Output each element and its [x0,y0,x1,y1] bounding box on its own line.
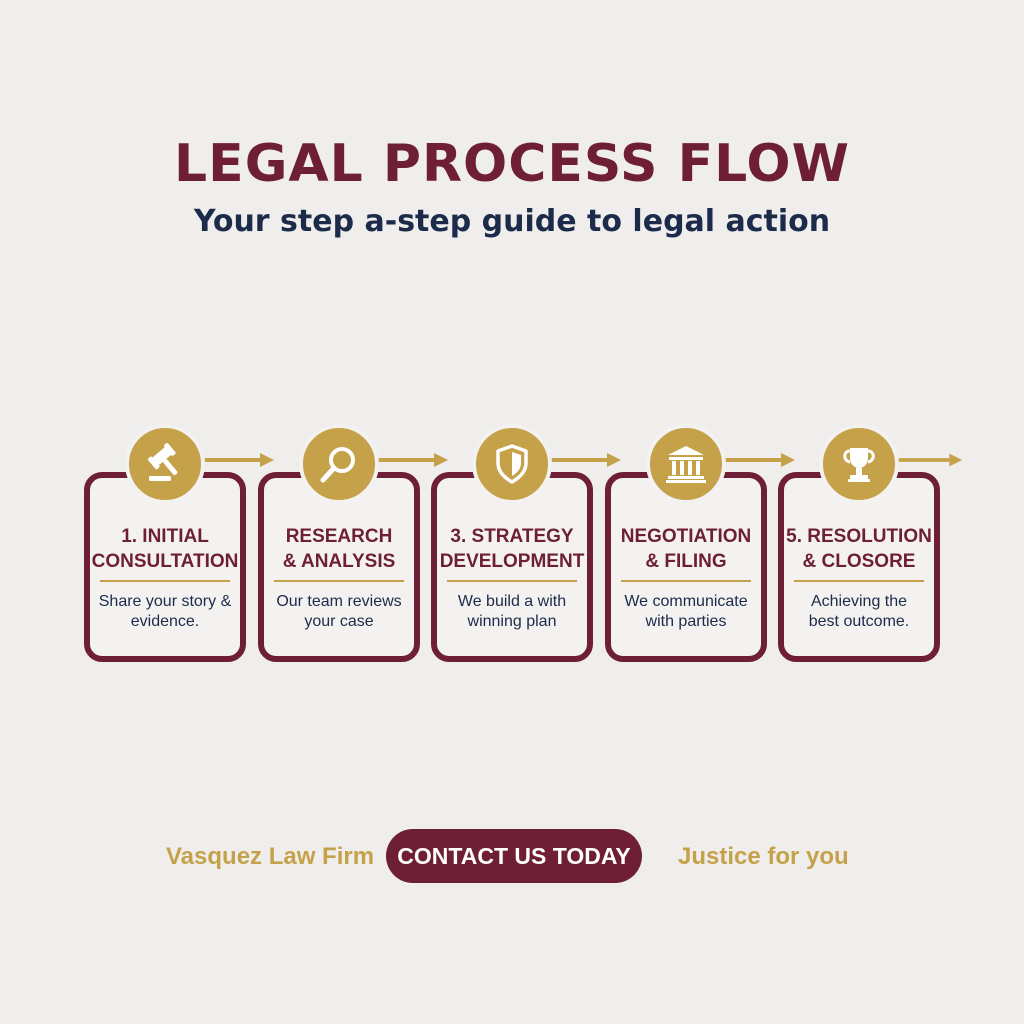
page-subtitle: Your step a-step guide to legal action [193,204,831,239]
step-icon-badge [299,424,379,504]
step-description-line: with parties [645,613,727,630]
step-title-line: DEVELOPMENT [439,551,585,572]
step-card [84,472,246,662]
step-description-line: winning plan [467,613,557,630]
step-description: Our team reviews your case [258,592,420,632]
step-title: 3. STRATEGY DEVELOPMENT [431,524,593,574]
step-negotiation-filing: NEGOTIATION & FILING We communicate with… [605,424,795,662]
step-title: NEGOTIATION & FILING [605,524,767,574]
gavel-icon [147,443,178,481]
step-description: We build a with winning plan [431,592,593,632]
arrow-right-icon [898,453,963,467]
magnifier-icon [320,447,355,483]
step-description-line: We build a with [457,593,567,610]
arrow-right-icon [551,453,621,467]
step-title-line: CONSULTATION [91,551,239,572]
step-title-line: 1. INITIAL [121,526,209,547]
divider [100,580,230,582]
step-strategy-development: 3. STRATEGY DEVELOPMENT We build a with … [431,424,621,662]
step-initial-consultation: 1. INITIAL CONSULTATION Share your story… [84,424,274,662]
step-title-line: & ANALYSIS [282,551,396,572]
step-title-line: 5. RESOLUTION [786,526,932,547]
step-title: RESEARCH & ANALYSIS [258,524,420,574]
step-title: 5. RESOLUTION & CLOSORE [778,524,940,574]
step-resolution-closure: 5. RESOLUTION & CLOSORE Achieving the be… [778,424,963,662]
divider [274,580,404,582]
step-description: Achieving the best outcome. [778,592,940,632]
divider [621,580,751,582]
shield-icon [496,444,528,484]
courthouse-icon [666,446,706,483]
step-description-line: Share your story & [98,593,232,610]
step-title-line: RESEARCH [285,526,393,547]
step-icon-badge [472,424,552,504]
step-title-line: & CLOSORE [802,551,916,572]
step-description-line: evidence. [130,613,200,630]
arrow-right-icon [725,453,795,467]
step-description-line: Our team reviews [276,593,402,610]
step-description-line: We communicate [624,593,748,610]
step-icon-badge [646,424,726,504]
page-title: LEGAL PROCESS FLOW [174,134,850,194]
step-description-line: your case [304,613,374,630]
step-title-line: NEGOTIATION [620,526,752,547]
step-description: We communicate with parties [605,592,767,632]
step-title: 1. INITIAL CONSULTATION [84,524,246,574]
contact-us-button[interactable]: CONTACT US TODAY [386,829,642,883]
arrow-right-icon [204,453,274,467]
tagline: Justice for you [678,843,849,870]
step-description-line: Achieving the [810,593,908,610]
divider [794,580,924,582]
step-title-line: & FILING [645,551,727,572]
step-title-line: 3. STRATEGY [450,526,574,547]
step-research-analysis: RESEARCH & ANALYSIS Our team reviews you… [258,424,448,662]
step-description-line: best outcome. [808,613,910,630]
step-description: Share your story & evidence. [84,592,246,632]
arrow-right-icon [378,453,448,467]
divider [447,580,577,582]
firm-name: Vasquez Law Firm [166,843,375,870]
trophy-icon [843,448,875,482]
step-icon-badge [819,424,899,504]
step-icon-badge [125,424,205,504]
